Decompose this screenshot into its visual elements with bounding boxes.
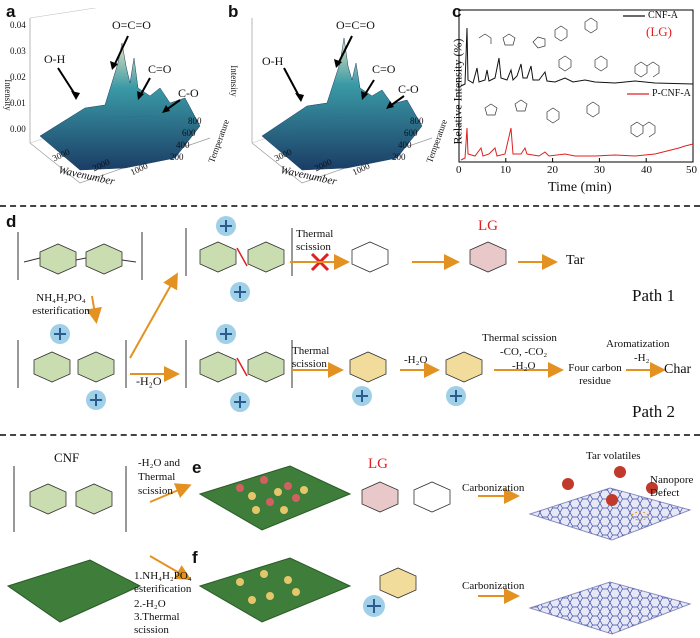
- surface-a: [39, 42, 201, 171]
- lg-structure-2: [469, 241, 507, 273]
- panel-c-xtick-4: 40: [641, 164, 652, 176]
- panel-f-step-3: 3.Thermal scission: [134, 611, 180, 636]
- panel-b-ztick-2: 600: [404, 128, 418, 138]
- panel-d-four-carbon: Four carbon residue: [568, 362, 622, 387]
- panel-b-ztick-1: 800: [410, 116, 424, 126]
- panel-c-legend-cnf: CNF-A: [648, 10, 679, 21]
- panel-a-peak-co-double: C=O: [148, 62, 172, 76]
- panel-c-letter: c: [452, 2, 462, 21]
- panel-d-minus-h2o-3: -H₂O: [512, 360, 536, 372]
- yellow-ring-2: [445, 351, 483, 383]
- divider-1: [0, 205, 700, 207]
- panel-d-minus-h2: -H₂: [634, 352, 650, 364]
- panel-b-peak-oh: O-H: [262, 54, 284, 68]
- panel-b-peak-oco: O=C=O: [336, 18, 375, 32]
- panel-c-annotation-lg: (LG): [646, 24, 672, 39]
- panel-f-step-1: 1.NH₄H₂PO₄ esterification: [134, 570, 192, 595]
- panel-d-aromatization: Aromatization: [606, 338, 670, 350]
- yellow-ring-1: [349, 351, 387, 383]
- panel-b-letter: b: [228, 2, 239, 21]
- panel-d-tar: Tar: [566, 253, 585, 268]
- panel-a-ytick-4: 0.01: [10, 98, 26, 108]
- panel-e-tar-volatiles: Tar volatiles: [586, 450, 641, 462]
- panel-b-surface-plot: [251, 18, 433, 184]
- panel-c-xtick-1: 10: [500, 164, 511, 176]
- panel-d-char: Char: [664, 362, 692, 377]
- panel-b-ztick-3: 400: [398, 140, 412, 150]
- panel-d-path1: Path 1: [632, 286, 675, 305]
- panel-c-xtick-3: 30: [594, 164, 605, 176]
- panel-b-ztick-4: 200: [392, 152, 406, 162]
- panel-d-co-co2: -CO, -CO₂: [500, 346, 548, 358]
- panel-a-peak-co-single: C-O: [178, 86, 199, 100]
- path1-chain: [185, 216, 293, 302]
- panel-e-letter: e: [192, 458, 202, 477]
- panel-d-thermal-scission-2: Thermal scission: [292, 345, 330, 370]
- panel-d-path2: Path 2: [632, 402, 675, 421]
- panel-a-ytick-5: 0.00: [10, 124, 26, 134]
- panel-f-letter: f: [192, 548, 198, 567]
- f-yellow-ring: [379, 567, 417, 599]
- panel-d-letter: d: [6, 212, 17, 231]
- panel-e-step: -H₂O and Thermal scission: [138, 457, 181, 497]
- panel-ef-scheme: [6, 465, 692, 635]
- panel-e-carbonization: Carbonization: [462, 482, 525, 494]
- panel-c-legend-pcnf: P-CNF-A: [652, 88, 691, 99]
- divider-2: [0, 434, 700, 436]
- e-sheet: [198, 465, 352, 531]
- panel-f-step-2: 2.-H₂O: [134, 598, 166, 610]
- panel-d-thermal-scission-1: Thermal scission: [296, 228, 334, 253]
- panel-d-lg: LG: [478, 218, 498, 234]
- panel-a-ytick-3: 0.02: [10, 72, 26, 82]
- path2-chain: [185, 324, 293, 412]
- panel-b-peak-co-single: C-O: [398, 82, 419, 96]
- lg-structure-1: [351, 241, 389, 273]
- panel-a-letter: a: [6, 2, 16, 21]
- panel-f-carbonization: Carbonization: [462, 580, 525, 592]
- panel-b-peak-co-double: C=O: [372, 62, 396, 76]
- panel-d-pathways: [17, 216, 666, 412]
- panel-c-chromatogram: [458, 9, 694, 163]
- panel-c-xtick-2: 20: [547, 164, 558, 176]
- panel-d-esterification: NH₄H₂PO₄ esterification: [32, 292, 90, 317]
- panel-a-ztick-2: 600: [182, 128, 196, 138]
- panel-c-ylabel: Relative Intensity (%): [450, 38, 465, 145]
- lg-e-structure: [361, 481, 399, 513]
- panel-c-xtick-0: 0: [456, 164, 462, 176]
- panel-a-peak-oco: O=C=O: [112, 18, 151, 32]
- panel-a-ytick-2: 0.03: [10, 46, 26, 56]
- panel-d-thermal-scission-3: Thermal scission: [482, 332, 557, 344]
- panel-b-ylabel: Intensity: [228, 65, 239, 97]
- cnf-chain: [13, 466, 127, 532]
- panel-a-ztick-3: 400: [176, 140, 190, 150]
- panel-d-minus-h2o-2: -H₂O: [404, 354, 428, 366]
- tar-volatile-spheres: [562, 466, 658, 506]
- panel-a-ytick-1: 0.04: [10, 20, 26, 30]
- panel-c-xlabel: Time (min): [548, 180, 612, 195]
- panel-d-minus-h2o: -H₂O: [136, 374, 162, 388]
- cellulose-chain: [17, 232, 143, 280]
- panel-e-cnf: CNF: [54, 450, 80, 465]
- f-sheet: [198, 557, 352, 623]
- panel-a-ztick-1: 800: [188, 116, 202, 126]
- panel-e-lg: LG: [368, 456, 388, 472]
- cnf-sheet: [6, 559, 142, 623]
- panel-a-peak-oh: O-H: [44, 52, 66, 66]
- panel-e-nanopore: Nanopore Defect: [650, 474, 694, 499]
- panel-c-xtick-5: 50: [686, 164, 697, 176]
- phosphorylated-chain: [17, 324, 127, 410]
- panel-a-surface-plot: [29, 8, 211, 184]
- panel-a-ztick-4: 200: [170, 152, 184, 162]
